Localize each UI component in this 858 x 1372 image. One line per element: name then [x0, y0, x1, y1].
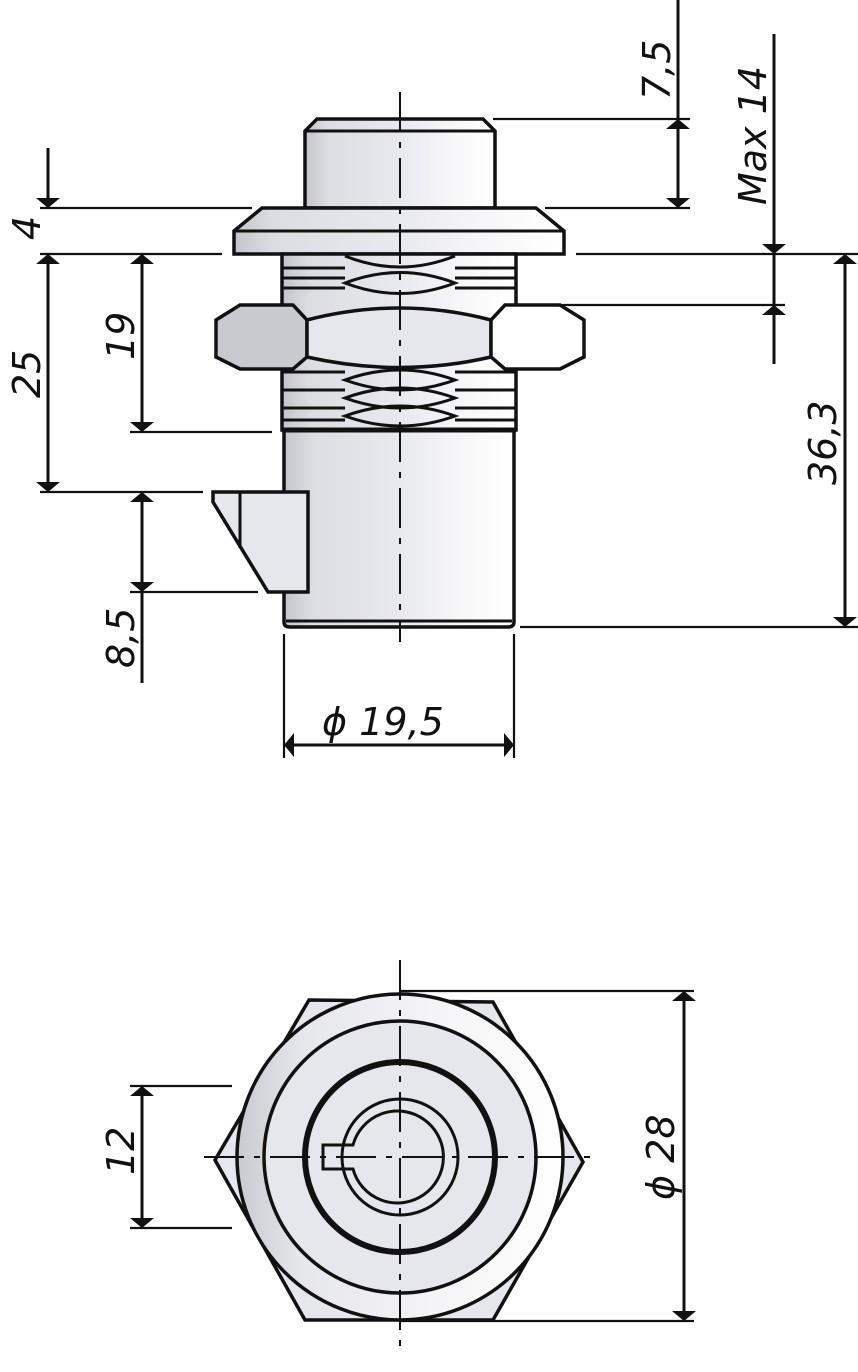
dim-label-cam-width: 12 [99, 1127, 143, 1175]
dim-label-flange-diameter: ϕ 28 [639, 1115, 683, 1201]
dim-label-max-panel: Max 14 [731, 66, 775, 205]
thread-crests [340, 254, 460, 428]
dimension-lines [36, 0, 857, 757]
dim-label-flange-thickness: 4 [5, 216, 49, 240]
dim-label-thread-length: 19 [99, 312, 143, 360]
extension-lines [40, 117, 858, 758]
dim-label-overall-length: 36,3 [801, 400, 845, 485]
lower-barrel [282, 428, 516, 629]
cam-tab [211, 490, 310, 594]
dim-label-body-diameter: ϕ 19,5 [322, 700, 444, 744]
front-extension-lines [130, 989, 694, 1323]
side-view: 7,5 Max 14 4 19 25 36,3 8,5 ϕ 19,5 [5, 0, 858, 758]
front-dimension-lines [130, 991, 696, 1321]
dim-label-button-height: 7,5 [635, 40, 679, 100]
thread-lines [282, 266, 516, 422]
keyway [321, 1109, 445, 1205]
dim-label-body-length: 25 [5, 350, 49, 398]
front-view: 12 ϕ 28 [99, 960, 696, 1352]
dim-label-cam-height: 8,5 [99, 608, 143, 668]
